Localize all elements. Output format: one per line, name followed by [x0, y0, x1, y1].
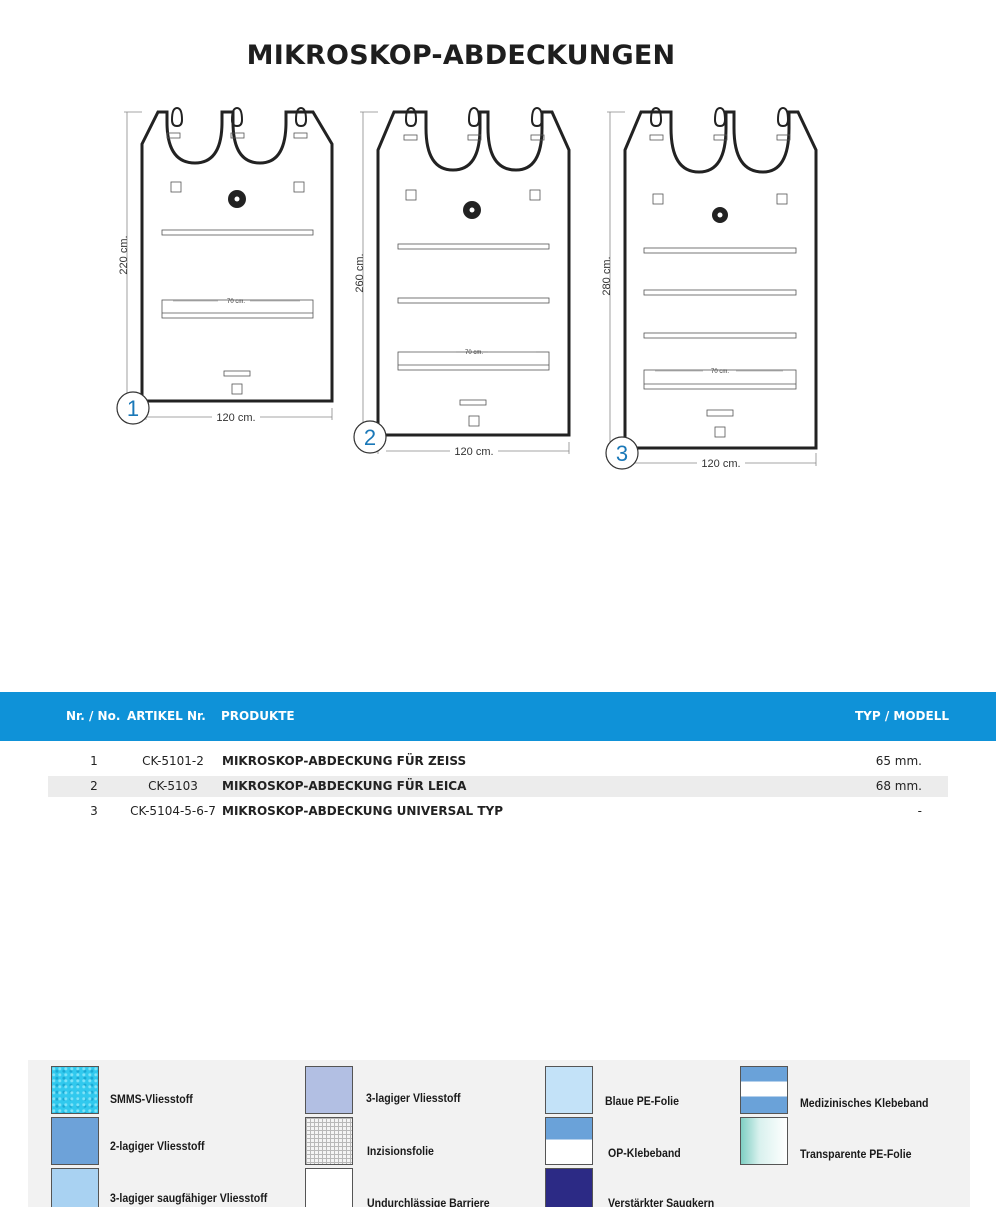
drape-outline-1 [116, 106, 334, 425]
swatch-3-lagiger-vliesstoff [305, 1066, 353, 1114]
legend-label: SMMS-Vliesstoff [110, 1092, 193, 1106]
row-nr: 1 [90, 754, 98, 768]
material-legend: SMMS-Vliesstoff 2-lagiger Vliesstoff 3-l… [28, 1060, 970, 1207]
swatch-blaue-pe-folie [545, 1066, 593, 1114]
swatch-medizinisches-klebeband [740, 1066, 788, 1114]
swatch-3-lagiger-saugfaehiger-vliesstoff [51, 1168, 99, 1207]
width-label: 120 cm. [216, 412, 255, 424]
height-label: 260 cm. [354, 253, 366, 292]
height-label: 220 cm. [118, 235, 130, 274]
row-produkt: MIKROSKOP-ABDECKUNG FÜR ZEISS [222, 754, 467, 768]
drawing-number: 1 [127, 396, 139, 421]
row-artikel: CK-5103 [148, 779, 198, 793]
header-typ: TYP / MODELL [855, 709, 950, 723]
header-nr: Nr. / No. [66, 709, 121, 723]
row-artikel: CK-5101-2 [142, 754, 204, 768]
swatch-undurchlaessige-barriere [305, 1168, 353, 1207]
width-label: 120 cm. [701, 458, 740, 470]
swatch-inzisionsfolie [305, 1117, 353, 1165]
row-produkt: MIKROSKOP-ABDECKUNG FÜR LEICA [222, 779, 467, 793]
drape-drawing-2: 260 cm. 120 cm. 70 cm. 2 [346, 100, 586, 460]
drawing-number: 2 [364, 425, 376, 450]
table-row: 1 CK-5101-2 MIKROSKOP-ABDECKUNG FÜR ZEIS… [48, 751, 948, 772]
inner-label: 70 cm. [227, 299, 245, 305]
height-label: 280 cm. [601, 256, 613, 295]
inner-label: 70 cm. [711, 369, 729, 375]
legend-label: 3-lagiger saugfähiger Vliesstoff [110, 1191, 268, 1205]
drape-drawing-3: 280 cm. 120 cm. 70 cm. 3 [593, 100, 833, 480]
swatch-op-klebeband [545, 1117, 593, 1165]
legend-label: Inzisionsfolie [367, 1144, 434, 1158]
page-title: MIKROSKOP-ABDECKUNGEN [246, 40, 676, 71]
legend-label: Medizinisches Klebeband [800, 1096, 929, 1110]
header-artikel: ARTIKEL Nr. [127, 709, 206, 723]
table-row: 3 CK-5104-5-6-7 MIKROSKOP-ABDECKUNG UNIV… [48, 801, 948, 822]
drape-drawing-1: 220 cm. 120 cm. 70 cm. 1 [110, 100, 350, 430]
legend-label: 2-lagiger Vliesstoff [110, 1139, 205, 1153]
inner-label: 70 cm. [465, 350, 483, 356]
row-nr: 3 [90, 804, 98, 818]
drape-outline-3 [605, 106, 818, 470]
swatch-transparente-pe-folie [740, 1117, 788, 1165]
drape-outline-2 [353, 106, 571, 454]
drape-drawings: 220 cm. 120 cm. 70 cm. 1 [0, 100, 1000, 480]
legend-label: Undurchlässige Barriere [367, 1196, 490, 1207]
swatch-2-lagiger-vliesstoff [51, 1117, 99, 1165]
swatch-smms-vliesstoff [51, 1066, 99, 1114]
row-typ: - [917, 804, 922, 818]
row-nr: 2 [90, 779, 98, 793]
row-typ: 65 mm. [875, 754, 922, 768]
header-produkte: PRODUKTE [221, 709, 295, 723]
legend-label: Transparente PE-Folie [800, 1147, 912, 1161]
swatch-verstaerkter-saugkern [545, 1168, 593, 1207]
legend-label: Verstärkter Saugkern [608, 1196, 715, 1207]
width-label: 120 cm. [454, 446, 493, 458]
row-typ: 68 mm. [875, 779, 922, 793]
table-row: 2 CK-5103 MIKROSKOP-ABDECKUNG FÜR LEICA … [48, 776, 948, 797]
row-artikel: CK-5104-5-6-7 [130, 804, 216, 818]
legend-label: 3-lagiger Vliesstoff [366, 1091, 461, 1105]
product-table-header: Nr. / No. ARTIKEL Nr. PRODUKTE TYP / MOD… [0, 692, 996, 741]
drawing-number: 3 [616, 441, 628, 466]
legend-label: OP-Klebeband [608, 1146, 681, 1160]
row-produkt: MIKROSKOP-ABDECKUNG UNIVERSAL TYP [222, 804, 504, 818]
legend-label: Blaue PE-Folie [605, 1094, 679, 1108]
